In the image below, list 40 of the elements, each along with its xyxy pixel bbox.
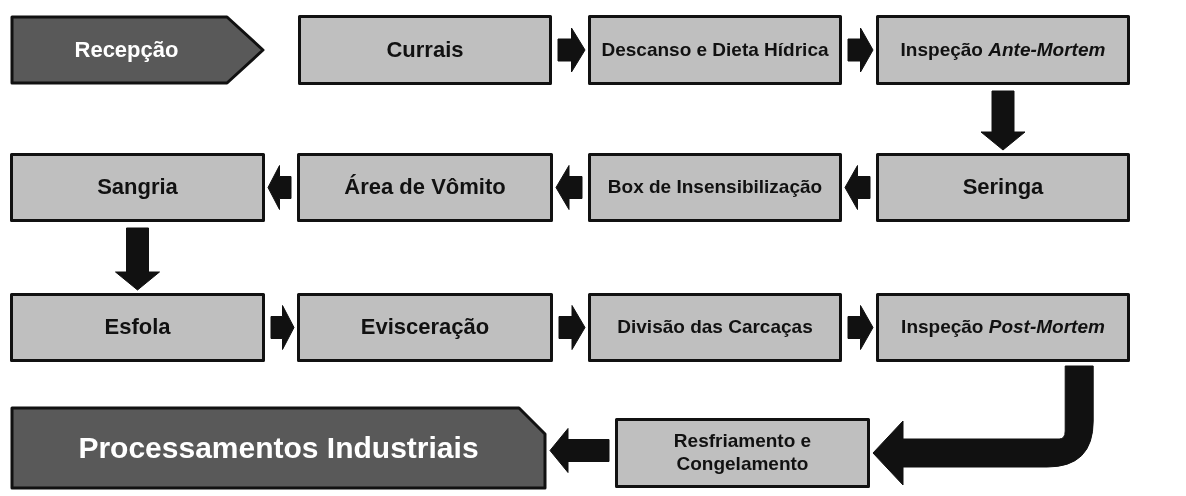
pentagon-step xyxy=(10,15,265,85)
step-label: Evisceração xyxy=(359,314,491,341)
step-label: Box de Insensibilização xyxy=(606,176,824,199)
process-box xyxy=(10,153,265,222)
process-box xyxy=(10,293,265,362)
process-box xyxy=(588,293,842,362)
process-box xyxy=(298,15,552,85)
block-arrow xyxy=(549,428,610,473)
block-arrow xyxy=(115,227,160,291)
step-label: Processamentos Industriais xyxy=(77,430,480,466)
step-label: Esfola xyxy=(103,314,172,341)
block-arrow xyxy=(872,365,1094,486)
block-arrow xyxy=(270,305,295,350)
block-arrow xyxy=(980,90,1026,151)
process-box xyxy=(588,153,842,222)
step-label: Resfriamento e Congelamento xyxy=(672,430,813,476)
step-label: Recepção xyxy=(73,36,180,64)
process-box xyxy=(615,418,870,488)
block-arrow xyxy=(847,27,874,73)
process-box xyxy=(876,153,1130,222)
block-arrow xyxy=(557,27,586,73)
step-label: Inspeção Post-Mortem xyxy=(900,316,1106,339)
step-label: Descanso e Dieta Hídrica xyxy=(600,38,830,62)
process-box xyxy=(876,15,1130,85)
step-label: Área de Vômito xyxy=(343,174,507,201)
final-step-box xyxy=(10,406,547,490)
block-arrow xyxy=(555,165,583,210)
step-label: Currais xyxy=(385,36,465,64)
block-arrow xyxy=(558,305,586,350)
step-label: Divisão das Carcaças xyxy=(616,316,814,339)
step-label: Seringa xyxy=(961,174,1045,201)
block-arrow xyxy=(267,165,292,210)
step-label: Inspeção Ante-Mortem xyxy=(899,38,1107,62)
process-box xyxy=(876,293,1130,362)
block-arrow xyxy=(847,305,874,350)
process-box xyxy=(297,153,553,222)
step-label: Sangria xyxy=(96,174,179,201)
process-box xyxy=(297,293,553,362)
block-arrow xyxy=(844,165,871,210)
process-box xyxy=(588,15,842,85)
